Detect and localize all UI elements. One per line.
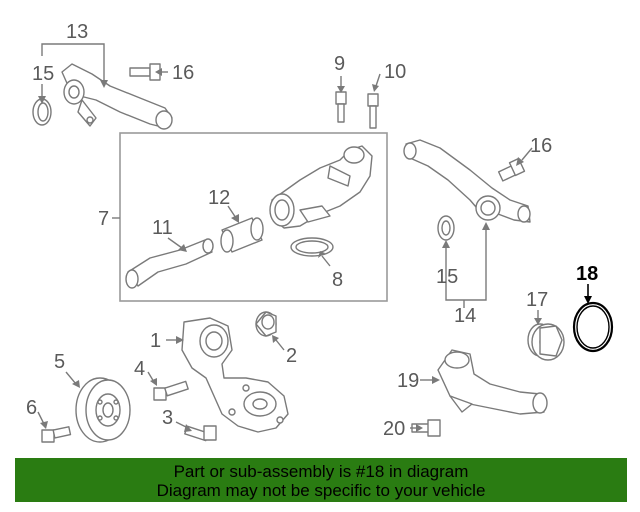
part-5-pulley[interactable] <box>75 377 131 443</box>
callout-9: 9 <box>334 53 345 75</box>
callout-19: 19 <box>397 370 419 392</box>
part-6-bolt[interactable] <box>41 426 72 443</box>
banner-line-1: Part or sub-assembly is #18 in diagram <box>173 462 469 481</box>
callout-16b: 16 <box>530 135 552 157</box>
callout-16a: 16 <box>172 62 194 84</box>
callout-2: 2 <box>286 345 297 367</box>
part-12-connector[interactable] <box>220 217 264 253</box>
part-4-bolt[interactable] <box>153 380 189 401</box>
callout-12: 12 <box>208 187 230 209</box>
callout-8: 8 <box>332 269 343 291</box>
callout-4: 4 <box>134 358 145 380</box>
part-2-seal[interactable] <box>255 311 277 337</box>
part-11-hose[interactable] <box>125 238 214 289</box>
parts-diagram: 13 15 16 9 10 7 <box>26 21 614 443</box>
part-16-bolt-b[interactable] <box>497 157 526 182</box>
part-7-thermostat-housing[interactable] <box>269 145 373 229</box>
callout-20: 20 <box>383 418 405 440</box>
callout-5: 5 <box>54 351 65 373</box>
part-1-water-pump[interactable] <box>181 317 289 433</box>
part-14-water-pipe[interactable] <box>403 139 531 223</box>
part-19-inlet-pipe[interactable] <box>437 349 548 415</box>
callout-7: 7 <box>98 208 109 230</box>
part-9-stud[interactable] <box>335 91 347 123</box>
callout-17: 17 <box>526 289 548 311</box>
callout-6: 6 <box>26 397 37 419</box>
part-8-gasket[interactable] <box>290 237 334 257</box>
banner-line-2: Diagram may not be specific to your vehi… <box>156 481 486 500</box>
callout-1: 1 <box>150 330 161 352</box>
part-15-gasket-b[interactable] <box>437 215 455 241</box>
part-17-thermostat[interactable] <box>527 323 565 361</box>
callout-15a: 15 <box>32 63 54 85</box>
part-13-water-outlet-pipe[interactable] <box>61 63 173 130</box>
callout-18: 18 <box>576 263 598 285</box>
callout-14: 14 <box>454 305 476 327</box>
callout-15b: 15 <box>436 266 458 288</box>
callout-13: 13 <box>66 21 88 43</box>
info-banner: Part or sub-assembly is #18 in diagram D… <box>15 458 627 502</box>
part-15-gasket[interactable] <box>32 98 52 126</box>
callout-11: 11 <box>152 217 173 239</box>
callout-3: 3 <box>162 407 173 429</box>
group-box-7 <box>119 132 388 302</box>
part-10-stud[interactable] <box>367 93 379 129</box>
part-18-seal-highlighted[interactable] <box>572 301 614 353</box>
callout-10: 10 <box>384 61 406 83</box>
